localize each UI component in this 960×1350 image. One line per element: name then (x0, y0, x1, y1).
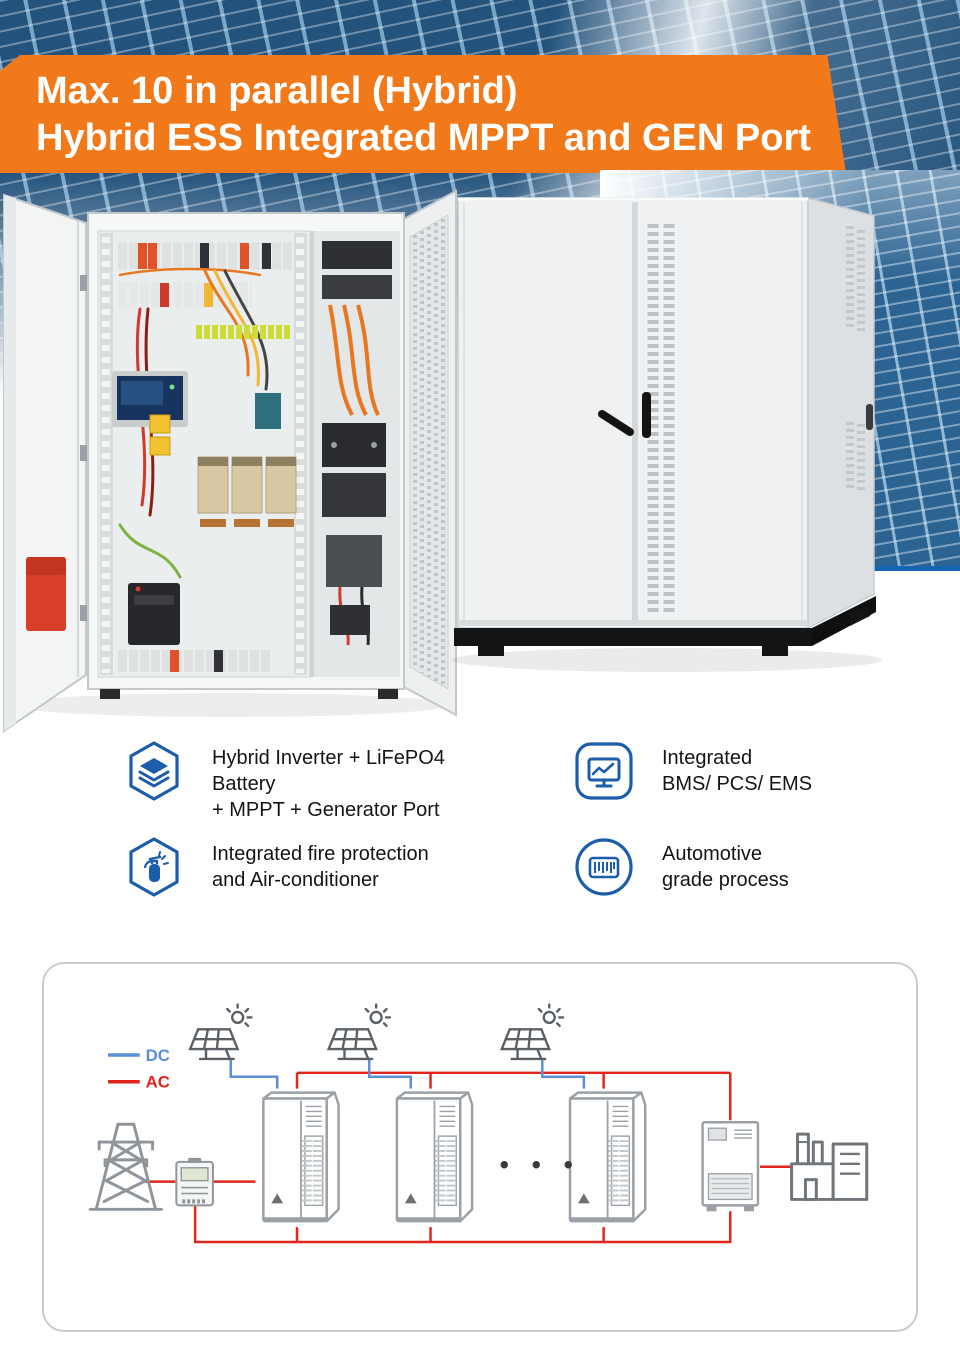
door-split (632, 202, 638, 624)
ess-cabinet-icon-1 (263, 1093, 338, 1222)
barcode-icon (572, 835, 636, 899)
vent-slots-side (846, 226, 865, 490)
main-breaker (128, 583, 180, 645)
layers-icon (122, 739, 186, 803)
dc-legend-label: DC (146, 1046, 170, 1065)
right-compartment-parts (322, 241, 392, 646)
monitor-chart-icon (572, 739, 636, 803)
more-units-ellipsis: • • • (500, 1152, 581, 1180)
fire-extinguisher-icon (122, 835, 186, 899)
dc-lines (229, 1058, 586, 1089)
feature-text: Automotive grade process (662, 835, 789, 893)
door-handles (598, 392, 873, 438)
diagram-legend: DC AC (108, 1046, 170, 1092)
feature-text: Hybrid Inverter + LiFePO4 Battery + MPPT… (212, 739, 502, 823)
terminal-blocks (149, 325, 290, 456)
contactors (197, 456, 297, 527)
title-line-2: Hybrid ESS Integrated MPPT and GEN Port (36, 117, 811, 159)
feature-fire-protection: Integrated fire protection and Air-condi… (122, 835, 502, 899)
feature-line: Automotive (662, 843, 763, 865)
feature-line: and Air-conditioner (212, 869, 379, 891)
closed-cabinet-photo (452, 197, 882, 672)
feature-text: Integrated BMS/ PCS/ EMS (662, 739, 812, 797)
pv-array-icon-2 (327, 1003, 392, 1061)
feature-line: Hybrid Inverter + LiFePO4 Battery (212, 747, 445, 795)
feature-automotive-process: Automotive grade process (572, 835, 952, 899)
feature-line: Integrated fire protection (212, 843, 429, 865)
breaker-rows (118, 242, 292, 308)
system-diagram: DC AC (42, 962, 918, 1332)
system-diagram-canvas: DC AC (88, 1003, 869, 1244)
document-pouch (26, 557, 66, 631)
vent-slots-front (647, 224, 675, 614)
feature-line: grade process (662, 869, 789, 891)
ac-legend-label: AC (146, 1073, 170, 1092)
cabinet-left-door (3, 193, 88, 733)
feature-text: Integrated fire protection and Air-condi… (212, 835, 429, 893)
cabinet-right-door-mesh (403, 189, 457, 717)
feature-line: BMS/ PCS/ EMS (662, 773, 813, 795)
utility-grid-tower-icon (88, 1122, 163, 1211)
feature-line: + MPPT + Generator Port (212, 799, 440, 821)
ess-cabinet-icon-n (570, 1093, 645, 1222)
title-banner: Max. 10 in parallel (Hybrid) Hybrid ESS … (0, 55, 846, 173)
pv-array-icon-1 (188, 1003, 253, 1061)
title-line-1: Max. 10 in parallel (Hybrid) (36, 70, 518, 112)
cabinet-base (454, 596, 876, 656)
energy-meter-icon (175, 1157, 214, 1207)
feature-line: Integrated (662, 747, 753, 769)
ess-cabinet-icon-2 (397, 1093, 472, 1222)
open-cabinet-photo (3, 189, 457, 733)
factory-icon (790, 1132, 869, 1201)
pv-array-icon-3 (500, 1003, 565, 1061)
feature-hybrid-inverter: Hybrid Inverter + LiFePO4 Battery + MPPT… (122, 739, 502, 823)
feature-integrated-bms: Integrated BMS/ PCS/ EMS (572, 739, 952, 803)
pcs-cabinet-icon (701, 1121, 760, 1212)
cabinet-3d-body (457, 197, 875, 630)
hmi-screen (112, 371, 188, 427)
blue-accent-line (818, 566, 960, 571)
